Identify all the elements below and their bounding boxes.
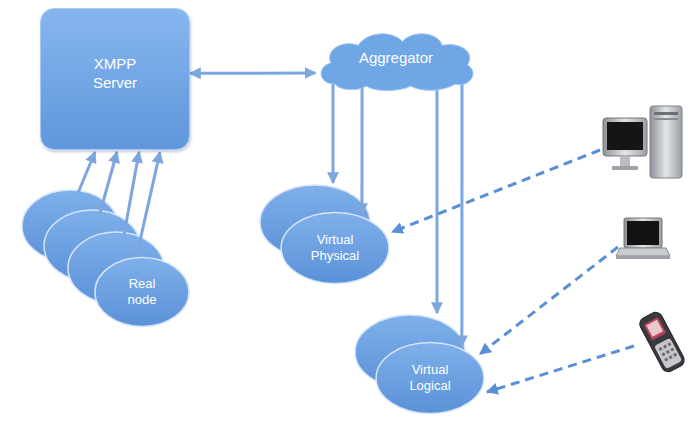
laptop-icon <box>616 218 670 259</box>
desktop-icon <box>603 106 682 178</box>
node-ellipse: Virtual Logical <box>375 341 485 415</box>
node-label: Virtual Logical <box>393 362 467 395</box>
link-arrow <box>135 152 160 262</box>
link-arrow <box>460 82 463 346</box>
node-ellipse: Virtual Physical <box>280 211 390 285</box>
node-ellipse: Real node <box>94 256 190 328</box>
node-label: XMPP Server <box>85 55 145 93</box>
node-label: Virtual Physical <box>298 232 372 265</box>
link-arrow <box>360 82 363 214</box>
server-box: XMPP Server <box>40 8 190 150</box>
aggregator-cloud: Aggregator <box>312 24 480 92</box>
link-arrow <box>190 71 315 74</box>
phone-icon <box>637 310 686 374</box>
node-label: Real node <box>119 276 165 309</box>
node-label: Aggregator <box>321 49 471 68</box>
